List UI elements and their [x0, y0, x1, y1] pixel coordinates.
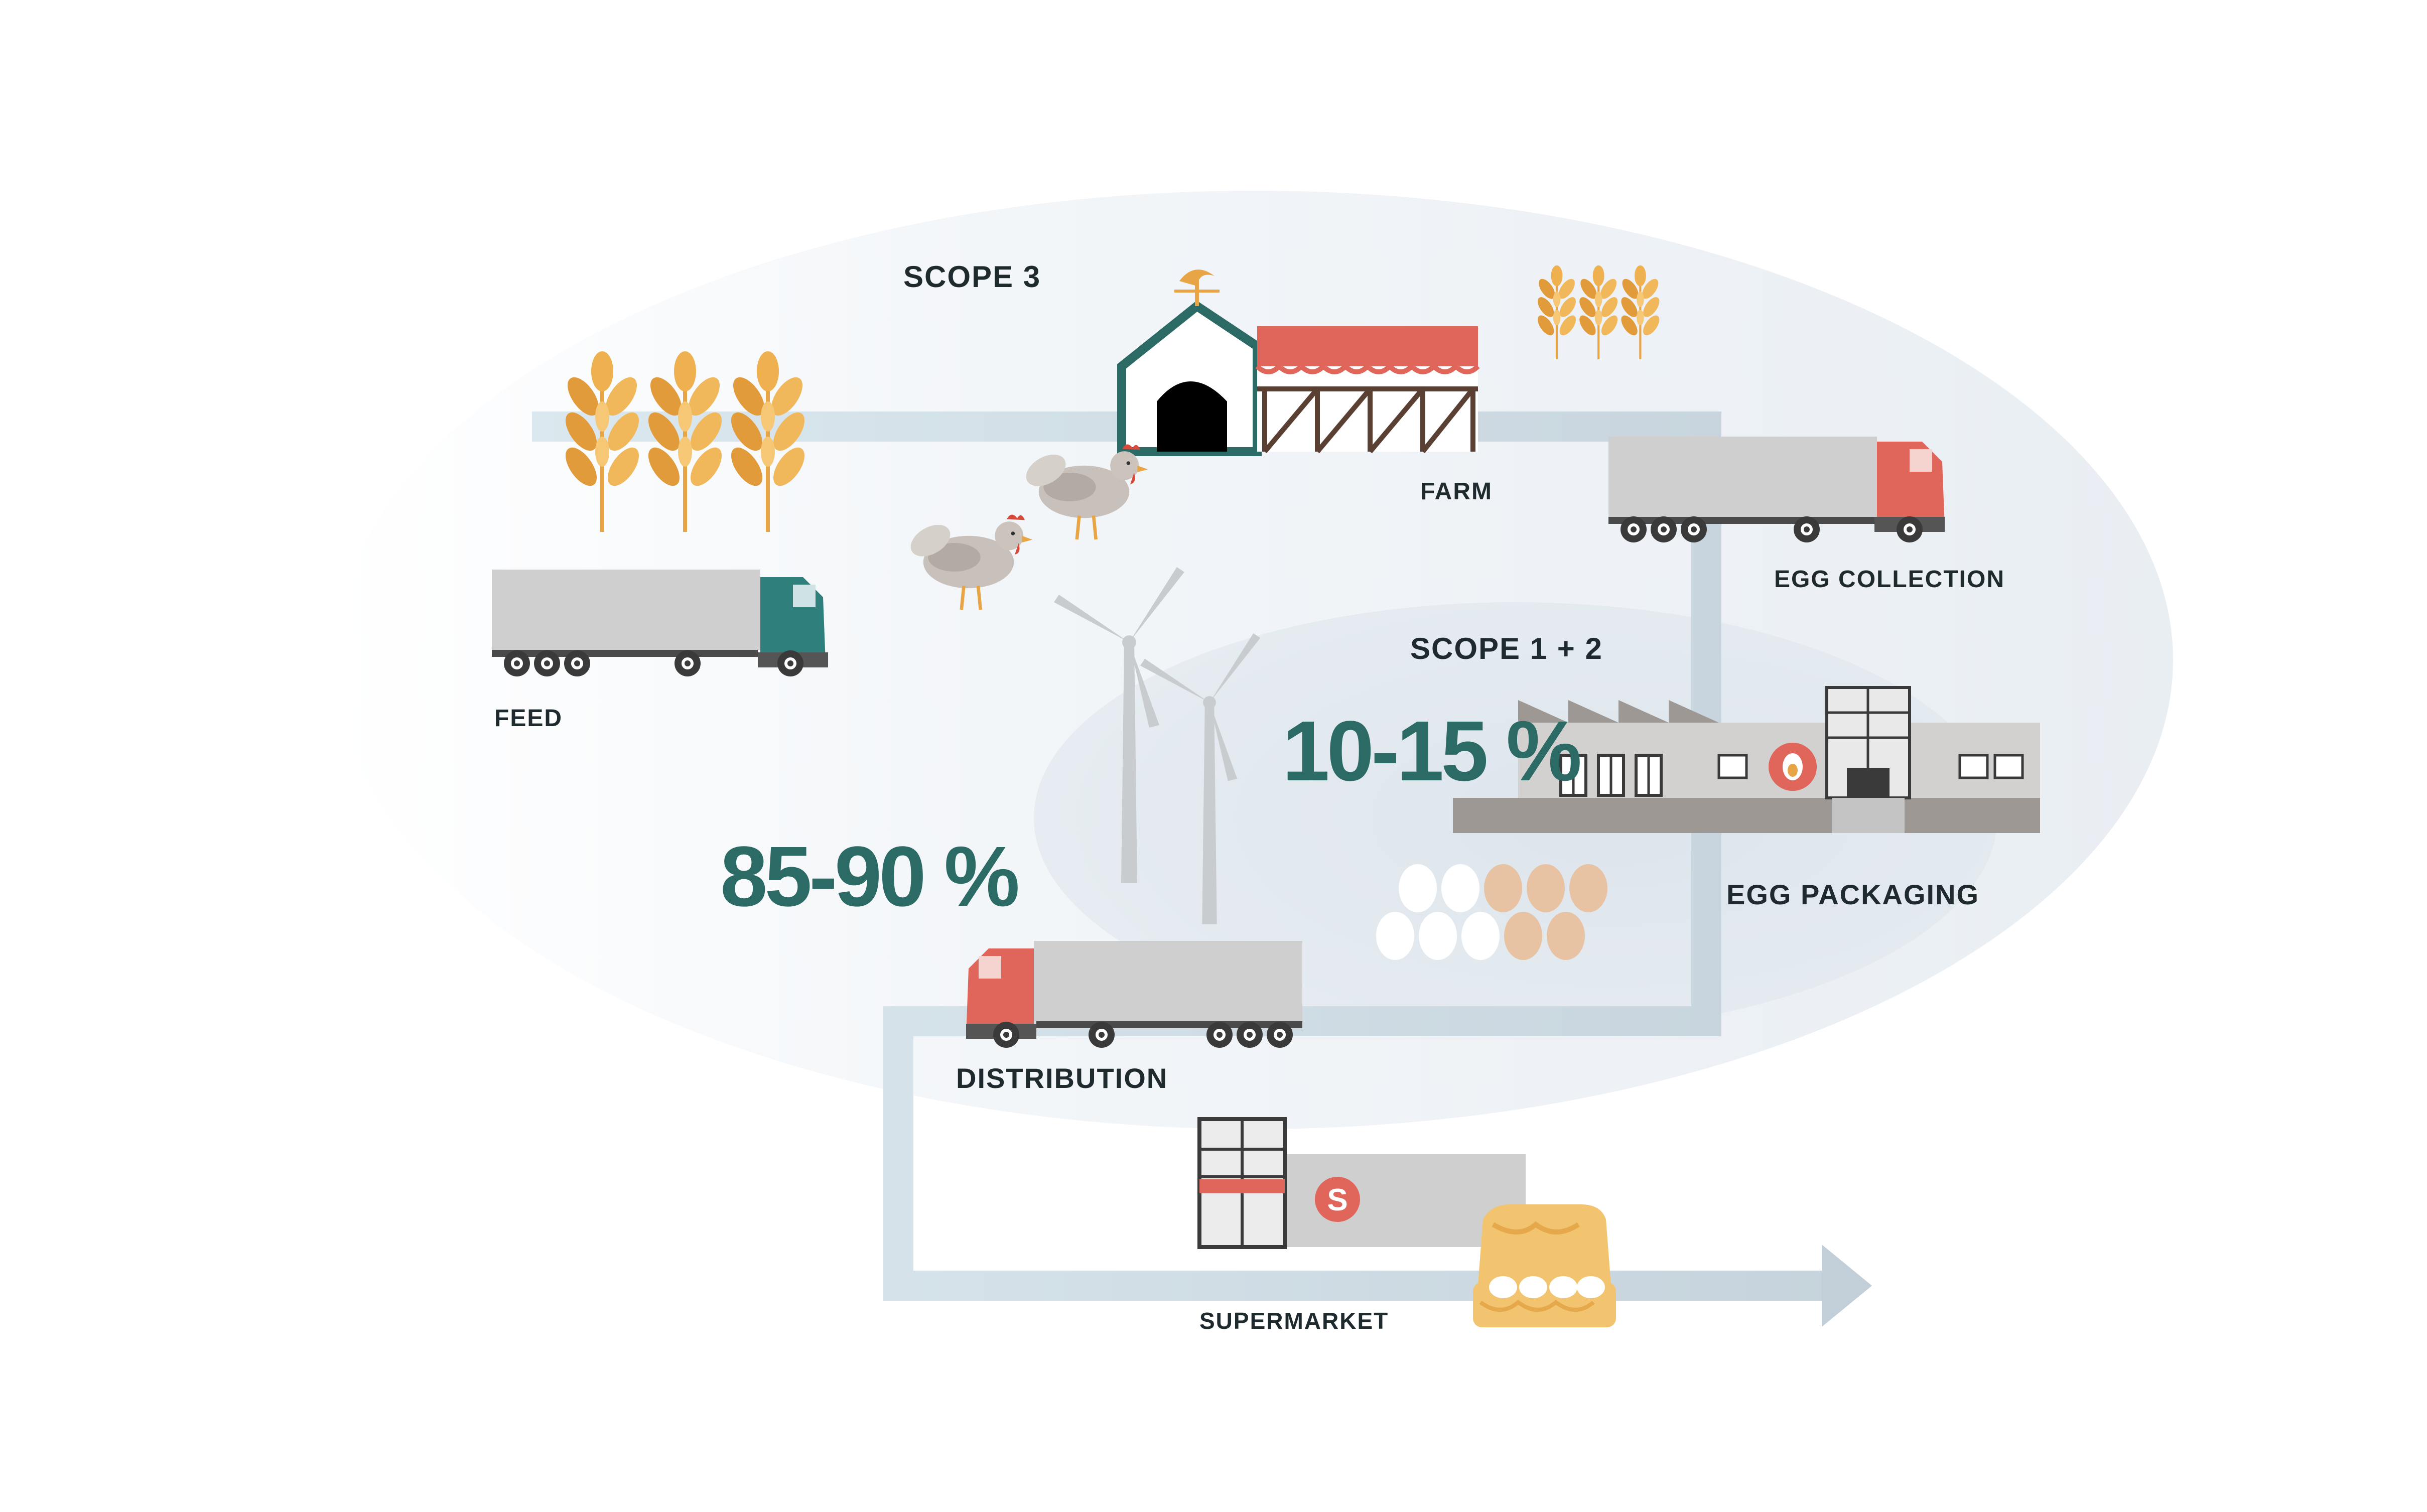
distribution-truck-icon	[966, 941, 1302, 1048]
egg-collection-truck-icon	[1608, 437, 1945, 542]
egg-carton-icon	[1473, 1204, 1616, 1327]
feed-label: FEED	[494, 705, 563, 732]
scope12-label: SCOPE 1 + 2	[1410, 632, 1603, 665]
farm-barn-icon	[1117, 269, 1480, 456]
egg-collection-label: EGG COLLECTION	[1774, 566, 2005, 593]
farm-label: FARM	[1420, 478, 1493, 505]
scope3-label: SCOPE 3	[903, 260, 1041, 294]
egg-packaging-label: EGG PACKAGING	[1726, 879, 1979, 910]
flow-arrow-head	[1822, 1245, 1872, 1327]
supermarket-icon: S	[1197, 1117, 1526, 1249]
supermarket-label: SUPERMARKET	[1199, 1308, 1389, 1334]
eggs-icon	[1376, 864, 1607, 960]
supermarket-sign-letter: S	[1327, 1183, 1347, 1217]
supermarket-sign-circle	[1315, 1177, 1360, 1222]
scope3-share-value: 85-90 %	[720, 829, 1018, 924]
distribution-label: DISTRIBUTION	[956, 1062, 1168, 1094]
scope12-share-value: 10-15 %	[1282, 704, 1580, 799]
feed-truck-icon	[492, 570, 828, 676]
egg-packaging-factory-icon	[1453, 686, 2040, 833]
